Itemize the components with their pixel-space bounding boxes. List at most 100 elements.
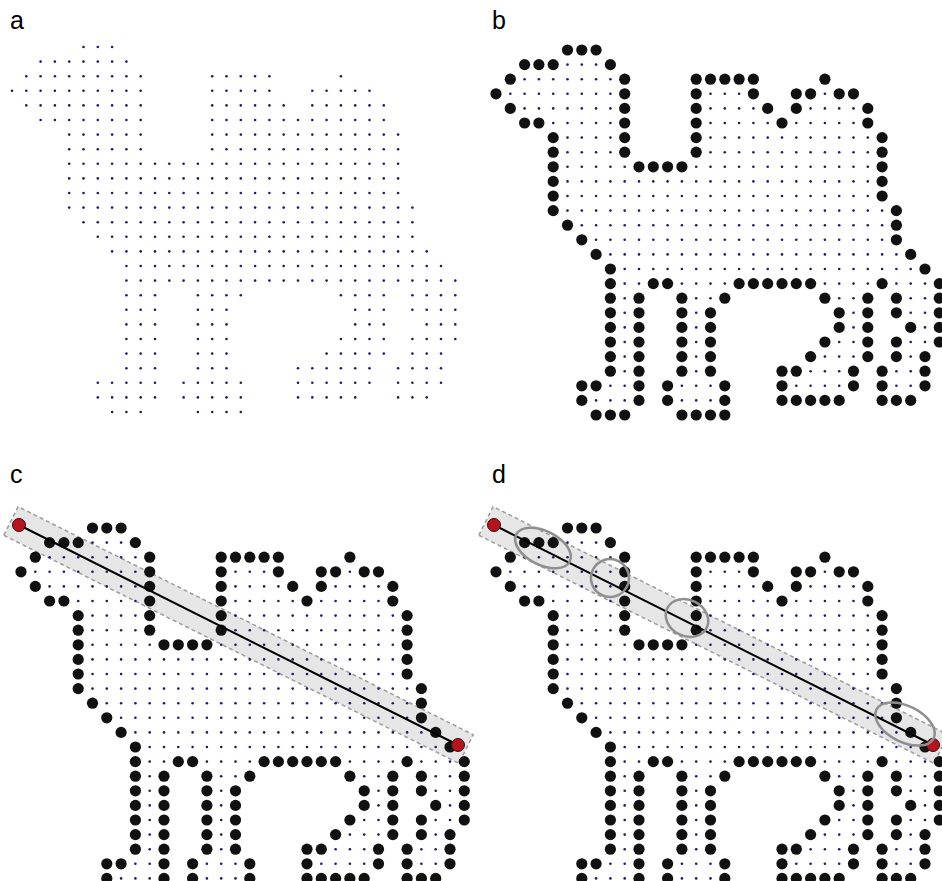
grid-dot [809,136,812,139]
grid-dot [681,760,684,763]
boundary-dot [158,771,169,782]
grid-dot [154,250,157,253]
grid-dot [609,224,612,227]
grid-dot [106,702,109,705]
grid-dot [268,90,271,93]
grid-dot [623,239,626,242]
grid-dot [752,658,755,661]
search-band [479,507,942,764]
boundary-dot [244,552,255,563]
boundary-dot [402,858,413,869]
grid-dot [795,731,798,734]
grid-dot [325,163,328,166]
boundary-dot [705,336,716,347]
grid-dot [552,78,555,81]
grid-dot [709,717,712,720]
grid-dot [325,133,328,136]
grid-dot [148,863,151,866]
grid-dot [852,760,855,763]
grid-dot [440,279,443,282]
grid-dot [211,294,214,297]
grid-dot [809,848,812,851]
boundary-dot [316,756,327,767]
grid-dot [852,775,855,778]
grid-dot [454,279,457,282]
boundary-dot [676,814,687,825]
boundary-dot [891,395,902,406]
grid-dot [297,236,300,239]
grid-dot [383,352,386,355]
grid-dot [340,90,343,93]
grid-dot [106,673,109,676]
grid-dot [895,848,898,851]
grid-dot [268,148,271,151]
grid-dot [709,600,712,603]
grid-dot [340,221,343,224]
grid-dot [197,382,200,385]
boundary-dot [201,800,212,811]
boundary-dot [862,771,873,782]
boundary-dot [805,351,816,362]
grid-dot [282,148,285,151]
grid-dot [595,571,598,574]
grid-dot [738,195,741,198]
grid-dot [595,107,598,110]
grid-dot [234,658,237,661]
grid-dot [340,338,343,341]
boundary-dot [705,74,716,85]
grid-dot [211,192,214,195]
grid-dot [263,673,266,676]
grid-dot [752,151,755,154]
boundary-dot [934,771,942,782]
grid-dot [392,760,395,763]
grid-dot [368,90,371,93]
grid-dot [311,119,314,122]
grid-dot [240,396,243,399]
grid-dot [838,180,841,183]
grid-dot [334,658,337,661]
grid-dot [824,166,827,169]
grid-dot [148,848,151,851]
boundary-dot [691,552,702,563]
boundary-dot [605,278,616,289]
boundary-dot [676,322,687,333]
grid-dot [852,585,855,588]
grid-dot [695,180,698,183]
intersection-ellipse [509,519,578,576]
grid-dot [97,133,100,136]
grid-dot [695,282,698,285]
grid-dot [781,268,784,271]
boundary-dot [548,132,559,143]
boundary-dot [605,537,616,548]
grid-dot [420,731,423,734]
grid-dot [234,775,237,778]
grid-dot [225,279,228,282]
grid-dot [738,746,741,749]
grid-dot [795,253,798,256]
boundary-dot [805,88,816,99]
boundary-dot [416,771,427,782]
grid-dot [282,250,285,253]
grid-dot [581,224,584,227]
boundary-dot [605,307,616,318]
grid-dot [709,253,712,256]
boundary-dot [877,654,888,665]
boundary-dot [619,74,630,85]
grid-dot [538,107,541,110]
boundary-dot [187,858,198,869]
grid-dot [363,717,366,720]
boundary-dot [101,873,112,881]
grid-dot [48,585,51,588]
boundary-dot [891,814,902,825]
boundary-dot [633,336,644,347]
grid-dot [595,78,598,81]
grid-dot [148,790,151,793]
grid-dot [139,104,142,107]
grid-dot [752,614,755,617]
grid-dot [795,717,798,720]
grid-dot [225,294,228,297]
grid-dot [781,717,784,720]
boundary-dot [490,566,501,577]
search-band [4,507,473,764]
grid-dot [311,382,314,385]
